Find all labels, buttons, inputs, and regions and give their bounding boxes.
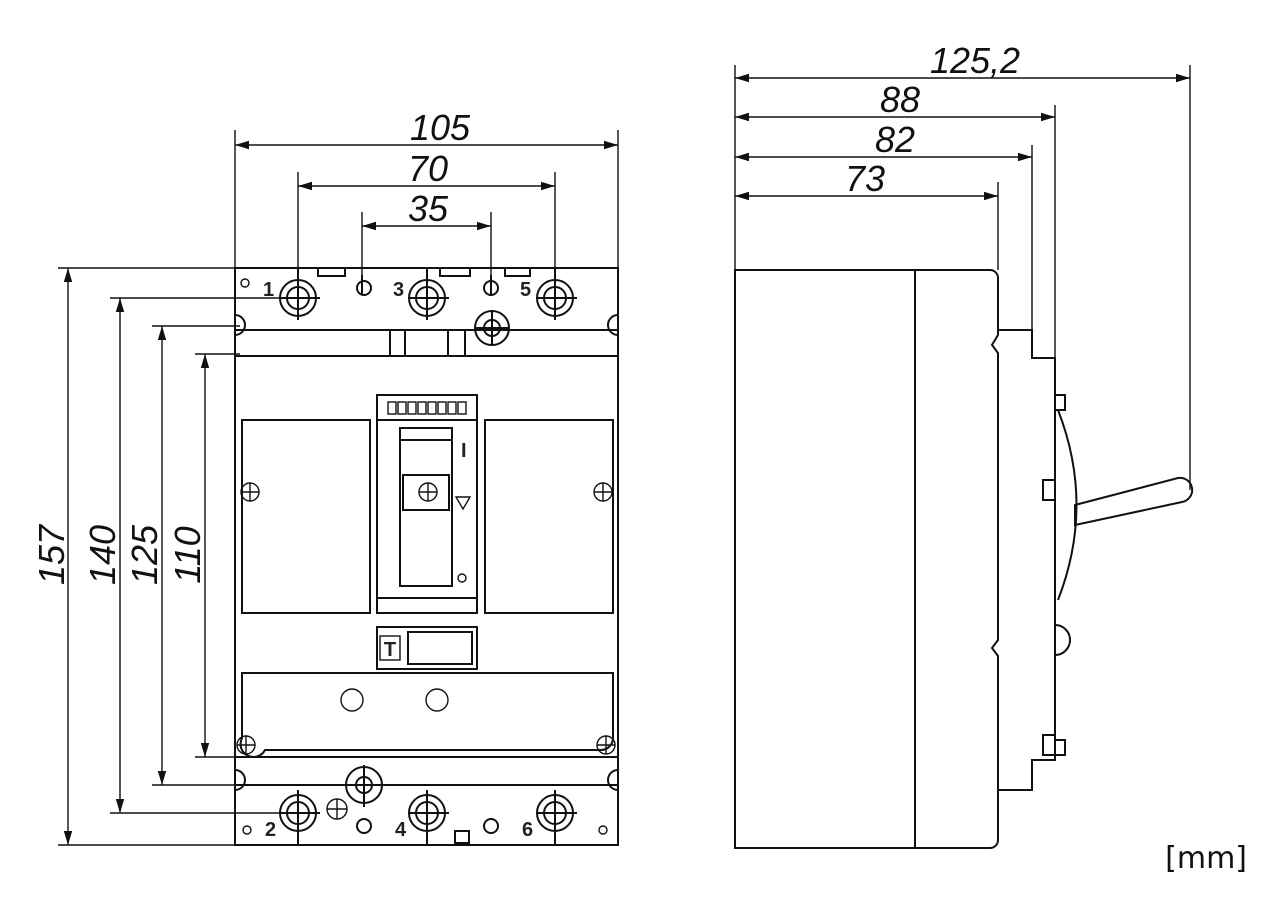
dim-depth-front: 88 bbox=[880, 79, 920, 120]
dim-depth-cover: 82 bbox=[875, 119, 915, 160]
terminal-label-5: 5 bbox=[520, 279, 531, 301]
dim-width-total: 105 bbox=[410, 107, 471, 148]
terminal-screws bbox=[279, 268, 577, 845]
screw-icons bbox=[236, 278, 616, 835]
terminal-label-2: 2 bbox=[265, 819, 276, 841]
dim-depth-body: 73 bbox=[845, 158, 885, 199]
on-marker: I bbox=[461, 440, 467, 462]
dim-height-cover: 110 bbox=[167, 526, 208, 583]
dim-height-total: 157 bbox=[31, 523, 72, 585]
operating-handle[interactable] bbox=[1074, 476, 1194, 527]
dim-pole-pitch: 35 bbox=[408, 188, 449, 229]
dim-height-terminals: 140 bbox=[82, 525, 123, 585]
dip-switches bbox=[387, 401, 467, 415]
dim-width-outer-poles: 70 bbox=[408, 148, 448, 189]
terminal-label-4: 4 bbox=[395, 819, 407, 841]
terminal-label-6: 6 bbox=[522, 819, 533, 841]
dim-depth-handle: 125,2 bbox=[930, 40, 1020, 81]
terminal-label-1: 1 bbox=[263, 279, 274, 301]
test-button-label: T bbox=[384, 639, 396, 661]
test-button[interactable]: T bbox=[379, 635, 401, 661]
unit-label: [mm] bbox=[1165, 841, 1247, 876]
side-view: 125,2 88 82 73 bbox=[734, 40, 1194, 849]
dim-height-mounting: 125 bbox=[124, 524, 165, 585]
trip-indicator-icon bbox=[454, 496, 472, 511]
terminal-label-3: 3 bbox=[393, 279, 404, 301]
indicator-dot-icon bbox=[457, 573, 467, 583]
front-view: 105 70 35 157 140 125 110 bbox=[31, 107, 619, 846]
